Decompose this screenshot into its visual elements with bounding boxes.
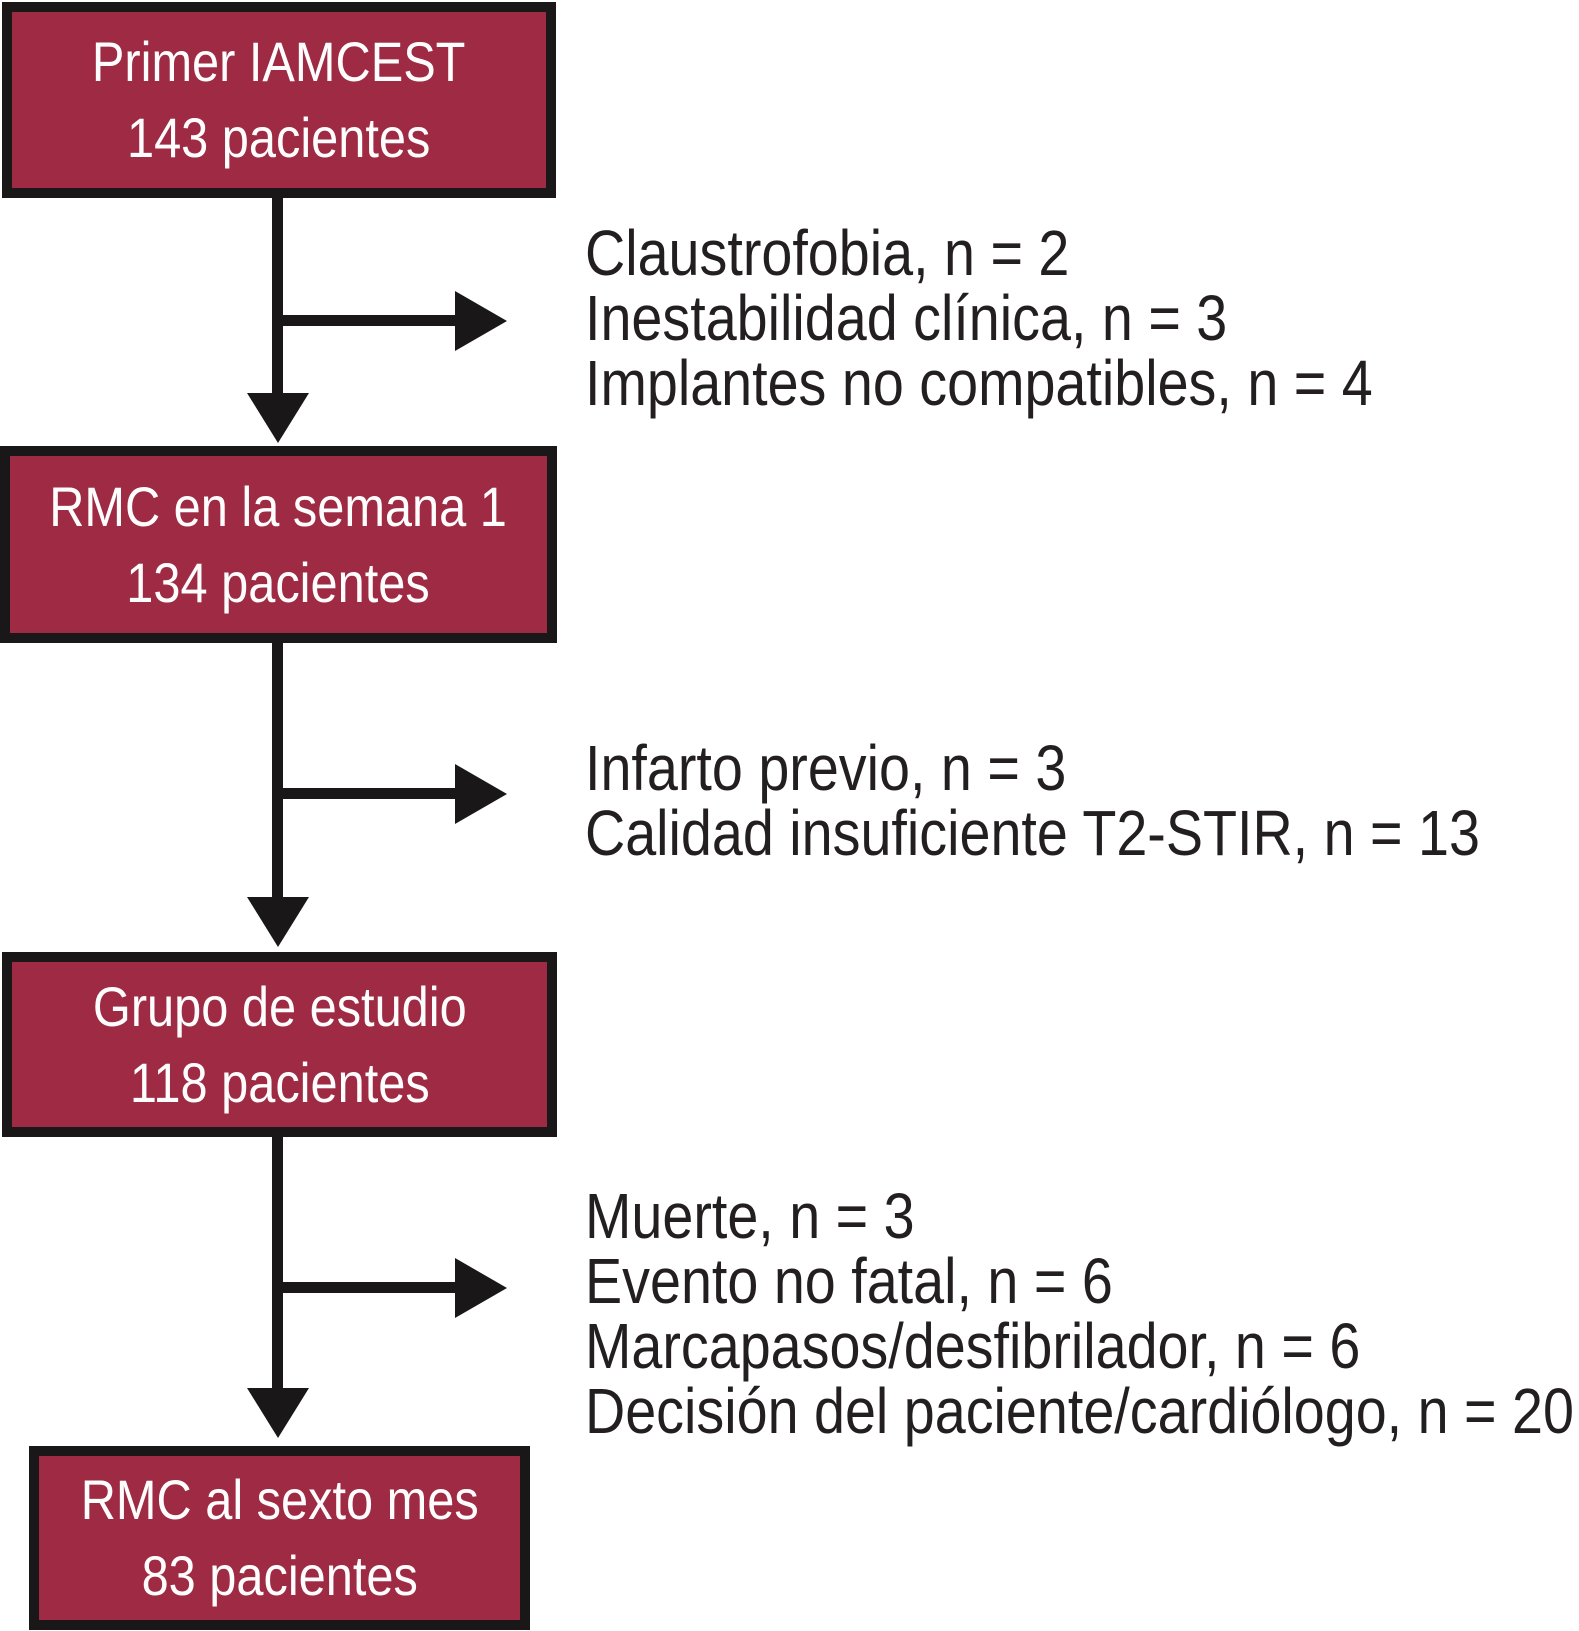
connector-line-3 [272, 1136, 283, 1398]
exclusion-item: Decisión del paciente/cardiólogo, n = 20 [585, 1375, 1574, 1447]
flow-box-rmc-semana-1: RMC en la semana 1 134 pacientes [0, 446, 557, 643]
box-count: 143 pacientes [127, 106, 431, 169]
arrow-right-icon-3 [455, 1258, 507, 1318]
exclusion-item: Inestabilidad clínica, n = 3 [585, 282, 1228, 354]
arrow-down-icon-3 [247, 1388, 309, 1438]
box-title: Primer IAMCEST [92, 30, 466, 93]
box-title: RMC en la semana 1 [49, 474, 508, 538]
exclusion-item: Evento no fatal, n = 6 [585, 1245, 1113, 1317]
exclusion-item: Claustrofobia, n = 2 [585, 217, 1070, 289]
box-count: 83 pacientes [141, 1544, 418, 1607]
arrow-down-icon-1 [247, 393, 309, 443]
exclusion-item: Marcapasos/desfibrilador, n = 6 [585, 1310, 1361, 1382]
flow-box-primer-iamcest: Primer IAMCEST 143 pacientes [2, 2, 556, 198]
exclusion-item: Implantes no compatibles, n = 4 [585, 347, 1373, 419]
flow-box-grupo-estudio: Grupo de estudio 118 pacientes [2, 952, 557, 1137]
box-count: 118 pacientes [129, 1050, 430, 1114]
box-count: 134 pacientes [126, 550, 431, 614]
branch-line-1 [272, 315, 455, 326]
arrow-down-icon-2 [247, 897, 309, 947]
flow-box-rmc-sexto-mes: RMC al sexto mes 83 pacientes [29, 1446, 530, 1630]
box-title: RMC al sexto mes [80, 1468, 479, 1531]
exclusion-list-3: Muerte, n = 3 Evento no fatal, n = 6 Mar… [585, 1184, 1574, 1444]
arrow-right-icon-2 [455, 764, 507, 824]
connector-line-1 [272, 197, 283, 400]
branch-line-3 [272, 1282, 455, 1293]
arrow-right-icon-1 [455, 291, 507, 351]
exclusion-list-2: Infarto previo, n = 3 Calidad insuficien… [585, 736, 1480, 866]
box-title: Grupo de estudio [92, 974, 467, 1038]
exclusion-item: Muerte, n = 3 [585, 1180, 915, 1252]
exclusion-item: Infarto previo, n = 3 [585, 732, 1067, 804]
exclusion-item: Calidad insuficiente T2-STIR, n = 13 [585, 797, 1480, 869]
connector-line-2 [272, 642, 283, 907]
flow-box-label: Grupo de estudio 118 pacientes [93, 969, 467, 1121]
exclusion-list-1: Claustrofobia, n = 2 Inestabilidad clíni… [585, 221, 1373, 416]
branch-line-2 [272, 788, 455, 799]
flow-box-label: RMC en la semana 1 134 pacientes [50, 469, 508, 621]
flow-box-label: Primer IAMCEST 143 pacientes [92, 24, 466, 176]
flow-box-label: RMC al sexto mes 83 pacientes [81, 1462, 479, 1614]
